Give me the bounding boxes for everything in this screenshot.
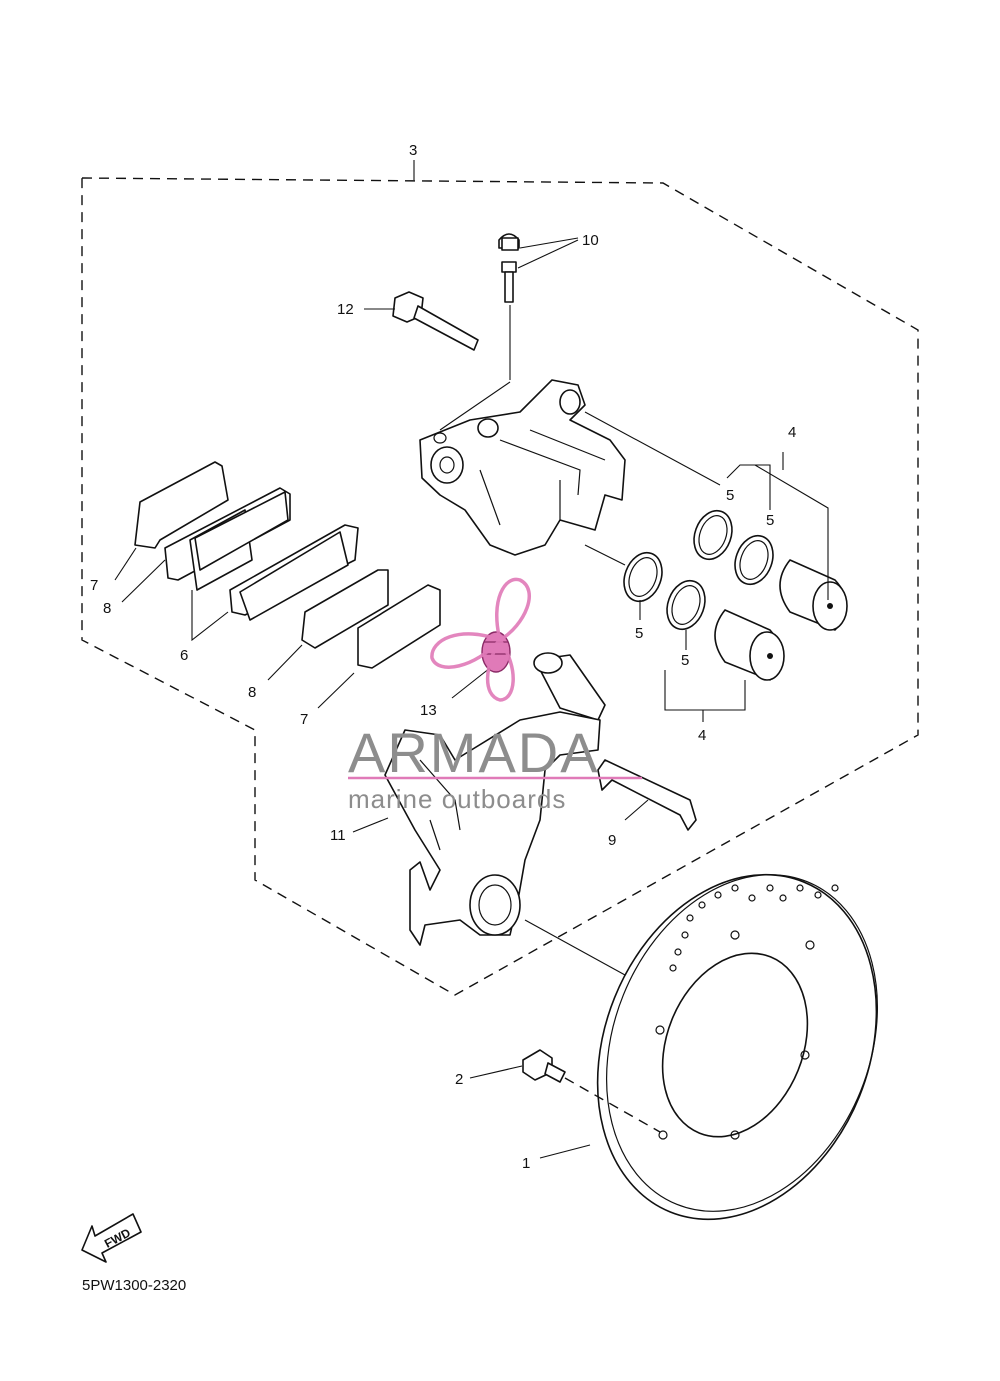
piston-seals — [623, 464, 774, 650]
callout-5-a: 5 — [726, 487, 734, 504]
callout-1: 1 — [522, 1155, 530, 1172]
callout-8-left: 8 — [103, 600, 111, 617]
callout-5-d: 5 — [681, 652, 689, 669]
callouts: 1 2 3 4 4 5 5 5 5 6 7 7 8 8 9 10 11 12 1… — [90, 142, 796, 1172]
callout-5-c: 5 — [635, 625, 643, 642]
pistons — [664, 452, 848, 722]
callout-5-b: 5 — [766, 512, 774, 529]
callout-10: 10 — [582, 232, 599, 249]
pad-shim-left — [114, 461, 229, 581]
watermark-tagline: marine outboards — [348, 784, 566, 814]
callout-6: 6 — [180, 647, 188, 664]
pad-shim-right — [317, 584, 441, 709]
pad-support-spring-right — [267, 569, 389, 681]
bracket-slide-pin — [533, 652, 606, 721]
callout-13: 13 — [420, 702, 437, 719]
callout-8-right: 8 — [248, 684, 256, 701]
callout-3: 3 — [409, 142, 417, 159]
diagram-code: 5PW1300-2320 — [82, 1277, 186, 1294]
callout-9: 9 — [608, 832, 616, 849]
slide-pin-bolt — [364, 291, 479, 351]
armada-watermark: ARMADA marine outboards — [348, 577, 642, 814]
callout-4-bottom: 4 — [698, 727, 706, 744]
propeller-logo-icon — [430, 577, 531, 702]
callout-4-top: 4 — [788, 424, 796, 441]
bleed-screw-and-cap — [498, 233, 579, 380]
callout-2: 2 — [455, 1071, 463, 1088]
brake-pads — [189, 491, 359, 642]
callout-7-left: 7 — [90, 577, 98, 594]
brake-disc — [539, 873, 879, 1221]
pad-spring-clip — [597, 759, 697, 831]
fwd-arrow-icon: FWD — [81, 1213, 142, 1263]
callout-12: 12 — [337, 301, 354, 318]
disc-bolt — [469, 1049, 661, 1133]
watermark-brand: ARMADA — [348, 721, 600, 784]
caliper-body — [419, 379, 721, 566]
caliper-assembly-boundary — [81, 177, 919, 996]
callout-7-right: 7 — [300, 711, 308, 728]
callout-11: 11 — [330, 827, 346, 844]
caliper-bracket — [352, 711, 626, 976]
